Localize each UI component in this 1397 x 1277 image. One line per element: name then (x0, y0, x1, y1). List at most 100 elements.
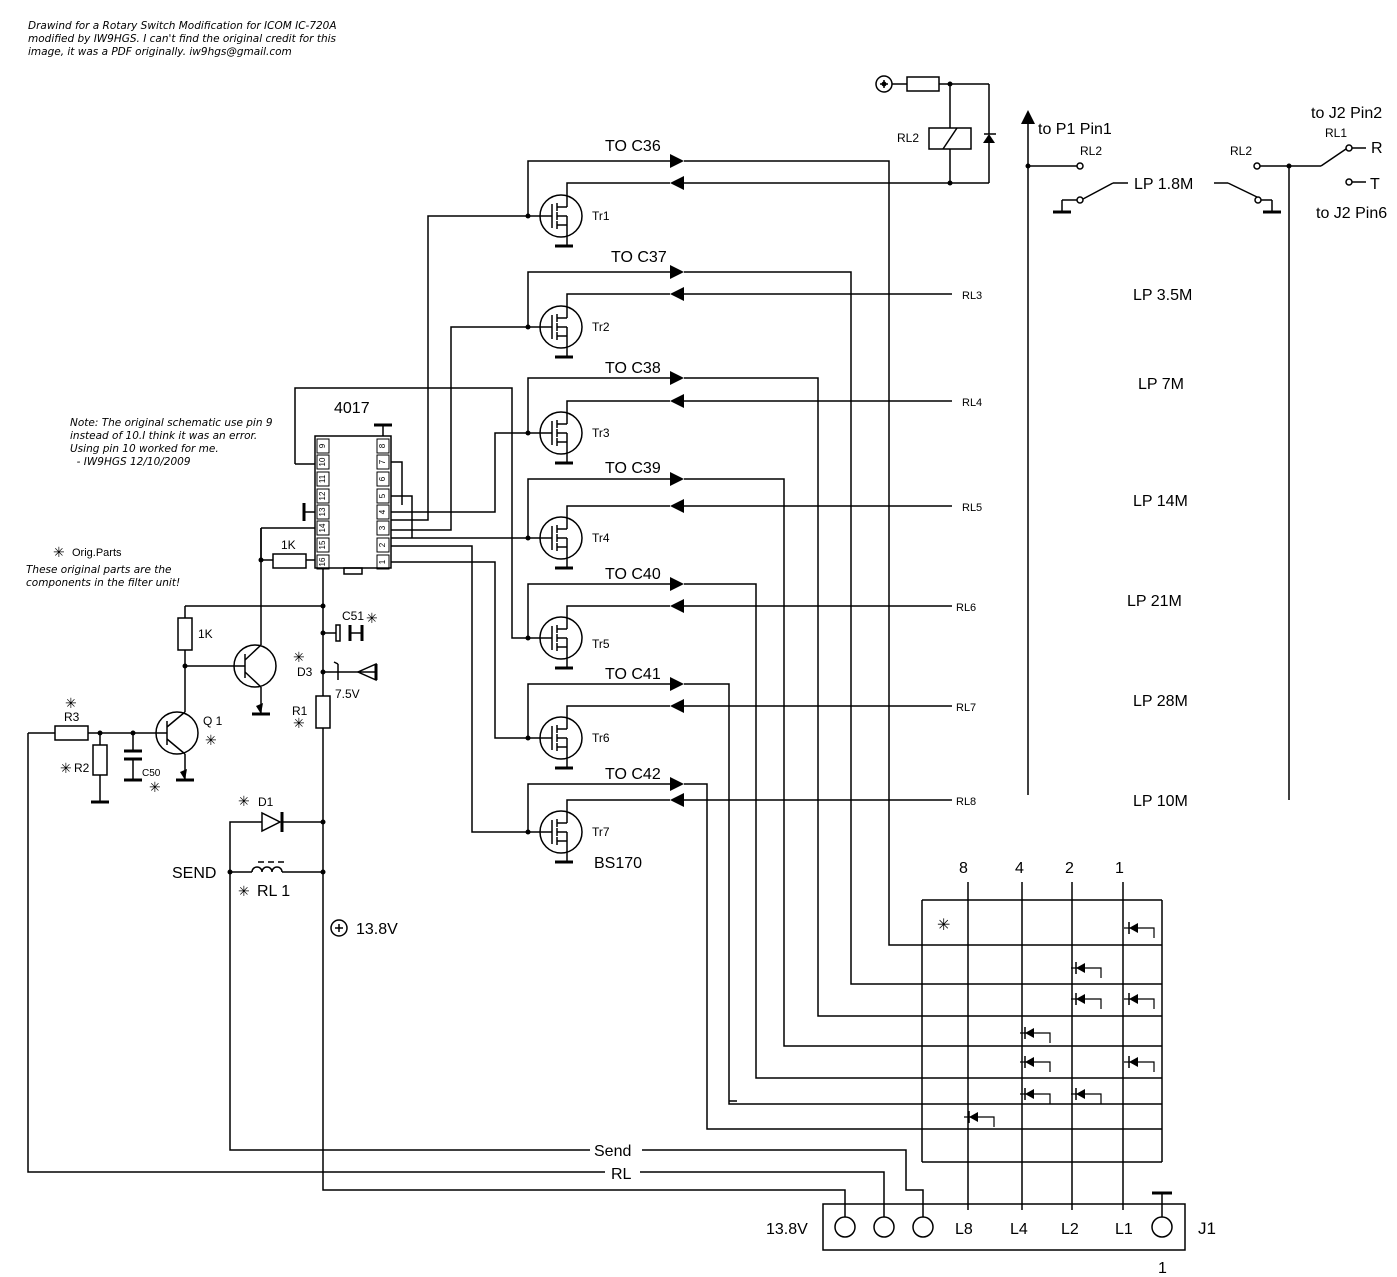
ic-pin-12: 12 (318, 491, 327, 500)
filter-lp14m: LP 14M (1133, 493, 1188, 510)
svg-text:Tr3: Tr3 (592, 426, 610, 440)
svg-text:✳: ✳ (149, 779, 161, 795)
send-bottom-label: Send (594, 1143, 631, 1160)
r1-label: R1 (292, 704, 308, 718)
ic-pin-box (316, 504, 330, 520)
to-c39: TO C39 (605, 460, 661, 477)
t-label: T (1370, 176, 1380, 193)
ic-name: 4017 (334, 400, 370, 417)
svg-text:✳: ✳ (238, 793, 250, 809)
ic-pin-box (376, 520, 390, 536)
svg-text:✳: ✳ (60, 760, 72, 776)
matrix-col-4: 4 (1015, 860, 1024, 877)
matrix-col-2: 2 (1065, 860, 1074, 877)
to-c42: TO C42 (605, 766, 661, 783)
svg-text:Tr2: Tr2 (592, 320, 610, 334)
diode-matrix: 8 4 2 1 ✳ (921, 860, 1163, 1163)
svg-text:✳: ✳ (65, 695, 77, 711)
j1-pin-l1: L1 (1115, 1221, 1133, 1238)
transistor-tr6: Tr6 (525, 706, 610, 770)
to-c40: TO C40 (605, 566, 661, 583)
ic-pin-box (376, 471, 390, 487)
matrix-asterisk: ✳ (937, 917, 950, 934)
c50-label: C50 (142, 768, 161, 779)
orig-parts-title: Orig.Parts (72, 547, 122, 559)
q1-label: Q 1 (203, 714, 223, 728)
orig-part-asterisks: ✳ ✳ ✳ ✳ ✳ ✳ ✳ ✳ ✳ ✳ (53, 544, 378, 899)
j1-connector: 13.8V L8 L4 L2 L1 J1 1 (766, 1162, 1216, 1277)
gate-wiring (294, 215, 528, 833)
transistor-tr1: Tr1 (525, 184, 610, 248)
filter-lp28m: LP 28M (1133, 693, 1188, 710)
c51-label: C51 (342, 609, 364, 623)
ic-pin-8: 8 (378, 443, 387, 448)
ic-pin-10: 10 (318, 457, 327, 466)
svg-text:Tr7: Tr7 (592, 825, 610, 839)
ic-pin-box (376, 488, 390, 504)
rl8-label: RL8 (956, 796, 976, 808)
transistor-tr4: Tr4 (525, 506, 610, 570)
ic-pin-box (376, 537, 390, 553)
matrix-diodes (963, 921, 1155, 1128)
pin-note: Note: The original schematic use pin 9 i… (70, 417, 273, 468)
ic-pin-2: 2 (378, 542, 387, 547)
ic-pin-14: 14 (318, 523, 327, 532)
transistor-tr7: Tr7 (525, 800, 610, 864)
zener-label: 7.5V (335, 687, 360, 701)
bottom-wiring (27, 733, 924, 1217)
matrix-feed-wires (684, 160, 922, 1130)
svg-text:✳: ✳ (53, 544, 65, 560)
ic-pin-box (316, 520, 330, 536)
filter-lp10m: LP 10M (1133, 793, 1188, 810)
rl1-switch-label: RL1 (1325, 126, 1347, 140)
rl6-label: RL6 (956, 602, 976, 614)
rl7-label: RL7 (956, 702, 976, 714)
filter-lp21m: LP 21M (1127, 593, 1182, 610)
to-c36: TO C36 (605, 138, 661, 155)
matrix-col-8: 8 (959, 860, 968, 877)
ic-pin-16: 16 (318, 557, 327, 566)
ic-pin-box (376, 554, 390, 570)
filter-lp7m: LP 7M (1138, 376, 1184, 393)
svg-text:✳: ✳ (205, 732, 217, 748)
filter-lp3.5m: LP 3.5M (1133, 287, 1192, 304)
to-j2-pin2: to J2 Pin2 (1311, 105, 1382, 122)
svg-text:✳: ✳ (293, 649, 305, 665)
filter-lp1.8m: LP 1.8M (1134, 176, 1193, 193)
transistor-tr5: Tr5 (525, 606, 610, 670)
resistor-1k-b: 1K (198, 627, 213, 641)
d3-label: D3 (297, 665, 313, 679)
to-c37: TO C37 (611, 249, 667, 266)
j1-pin-l4: L4 (1010, 1221, 1028, 1238)
ic-pin-6: 6 (378, 476, 387, 481)
j1-pin-13.8v: 13.8V (766, 1221, 808, 1238)
rl1-coil-label: RL 1 (257, 883, 290, 900)
rl-bottom-label: RL (611, 1166, 632, 1183)
r-label: R (1371, 140, 1383, 157)
matrix-col-1: 1 (1115, 860, 1124, 877)
ic-pin-11: 11 (318, 474, 327, 483)
rl2-switch-a-label: RL2 (1080, 144, 1102, 158)
ic-pin-5: 5 (378, 493, 387, 498)
j1-pin-one: 1 (1158, 1260, 1167, 1277)
ic-pin-box (376, 454, 390, 470)
rl5-label: RL5 (962, 502, 982, 514)
transistor-group: Tr1 Tr2 Tr3 Tr4 Tr5 Tr6 Tr7 BS170 (525, 138, 982, 872)
ic-pin-box (376, 504, 390, 520)
ic-pin-box (376, 438, 390, 454)
driver-section: 1K 1K C51 D3 7.5V R1 R3 R2 C50 Q 1 D1 RL… (28, 527, 398, 938)
ic-pin-box (316, 488, 330, 504)
bs170-label: BS170 (594, 855, 642, 872)
ic-pin-7: 7 (378, 459, 387, 464)
rl4-label: RL4 (962, 397, 982, 409)
r3-label: R3 (64, 710, 80, 724)
d1-label: D1 (258, 795, 274, 809)
j1-label: J1 (1198, 1219, 1216, 1238)
ic-pin-box (316, 471, 330, 487)
rl2-coil-label: RL2 (897, 131, 919, 145)
svg-text:Tr5: Tr5 (592, 637, 610, 651)
ic-pin-4: 4 (378, 509, 387, 514)
svg-text:✳: ✳ (238, 883, 250, 899)
ic-pin-box (316, 438, 330, 454)
